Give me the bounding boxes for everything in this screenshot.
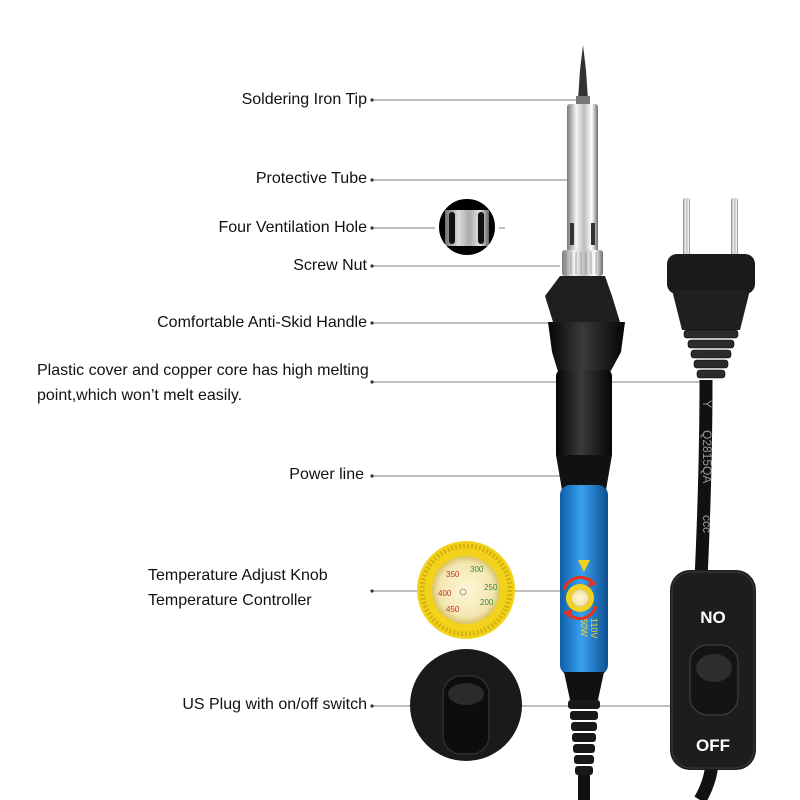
switch-off-label: OFF — [696, 736, 730, 755]
knob-scale: 200 250 300 350 400 450 — [438, 565, 498, 614]
leader-dots — [370, 98, 374, 708]
us-plug — [667, 198, 755, 379]
knob-scale-250: 250 — [484, 583, 498, 592]
leader-lines — [372, 99, 720, 707]
label-plastic-cover: Plastic cover and copper core has high m… — [37, 362, 369, 404]
knob-scale-350: 350 — [446, 570, 460, 579]
label-screw-nut: Screw Nut — [293, 257, 367, 274]
label-soldering-iron-tip: Soldering Iron Tip — [241, 91, 367, 108]
cord-print-1: Y — [700, 400, 714, 408]
knob-scale-400: 400 — [438, 589, 452, 598]
switch-rocker-inset — [410, 649, 522, 761]
label-anti-skid-handle: Comfortable Anti-Skid Handle — [157, 314, 367, 331]
handle-print-voltage: 110V — [589, 618, 599, 638]
knob-scale-300: 300 — [470, 565, 484, 574]
vent-hole-inset — [435, 195, 499, 259]
label-four-ventilation-hole: Four Ventilation Hole — [218, 219, 367, 236]
inline-switch: NO OFF — [670, 570, 756, 770]
handle-print-wattage: 60W — [579, 618, 589, 637]
label-temperature-adjust-knob: Temperature Adjust Knob — [148, 567, 328, 584]
cord-print-2: Q2815QA — [700, 430, 714, 483]
label-temperature-controller: Temperature Controller — [148, 592, 312, 609]
soldering-iron: 110V 60W — [545, 45, 625, 800]
cord-print-3: ccc — [700, 515, 714, 533]
switch-on-label: NO — [700, 608, 726, 627]
label-protective-tube: Protective Tube — [255, 170, 367, 187]
label-power-line: Power line — [289, 466, 364, 483]
label-us-plug-switch: US Plug with on/off switch — [182, 696, 367, 713]
knob-scale-450: 450 — [446, 605, 460, 614]
knob-scale-200: 200 — [480, 598, 494, 607]
knob-inset — [417, 541, 515, 639]
